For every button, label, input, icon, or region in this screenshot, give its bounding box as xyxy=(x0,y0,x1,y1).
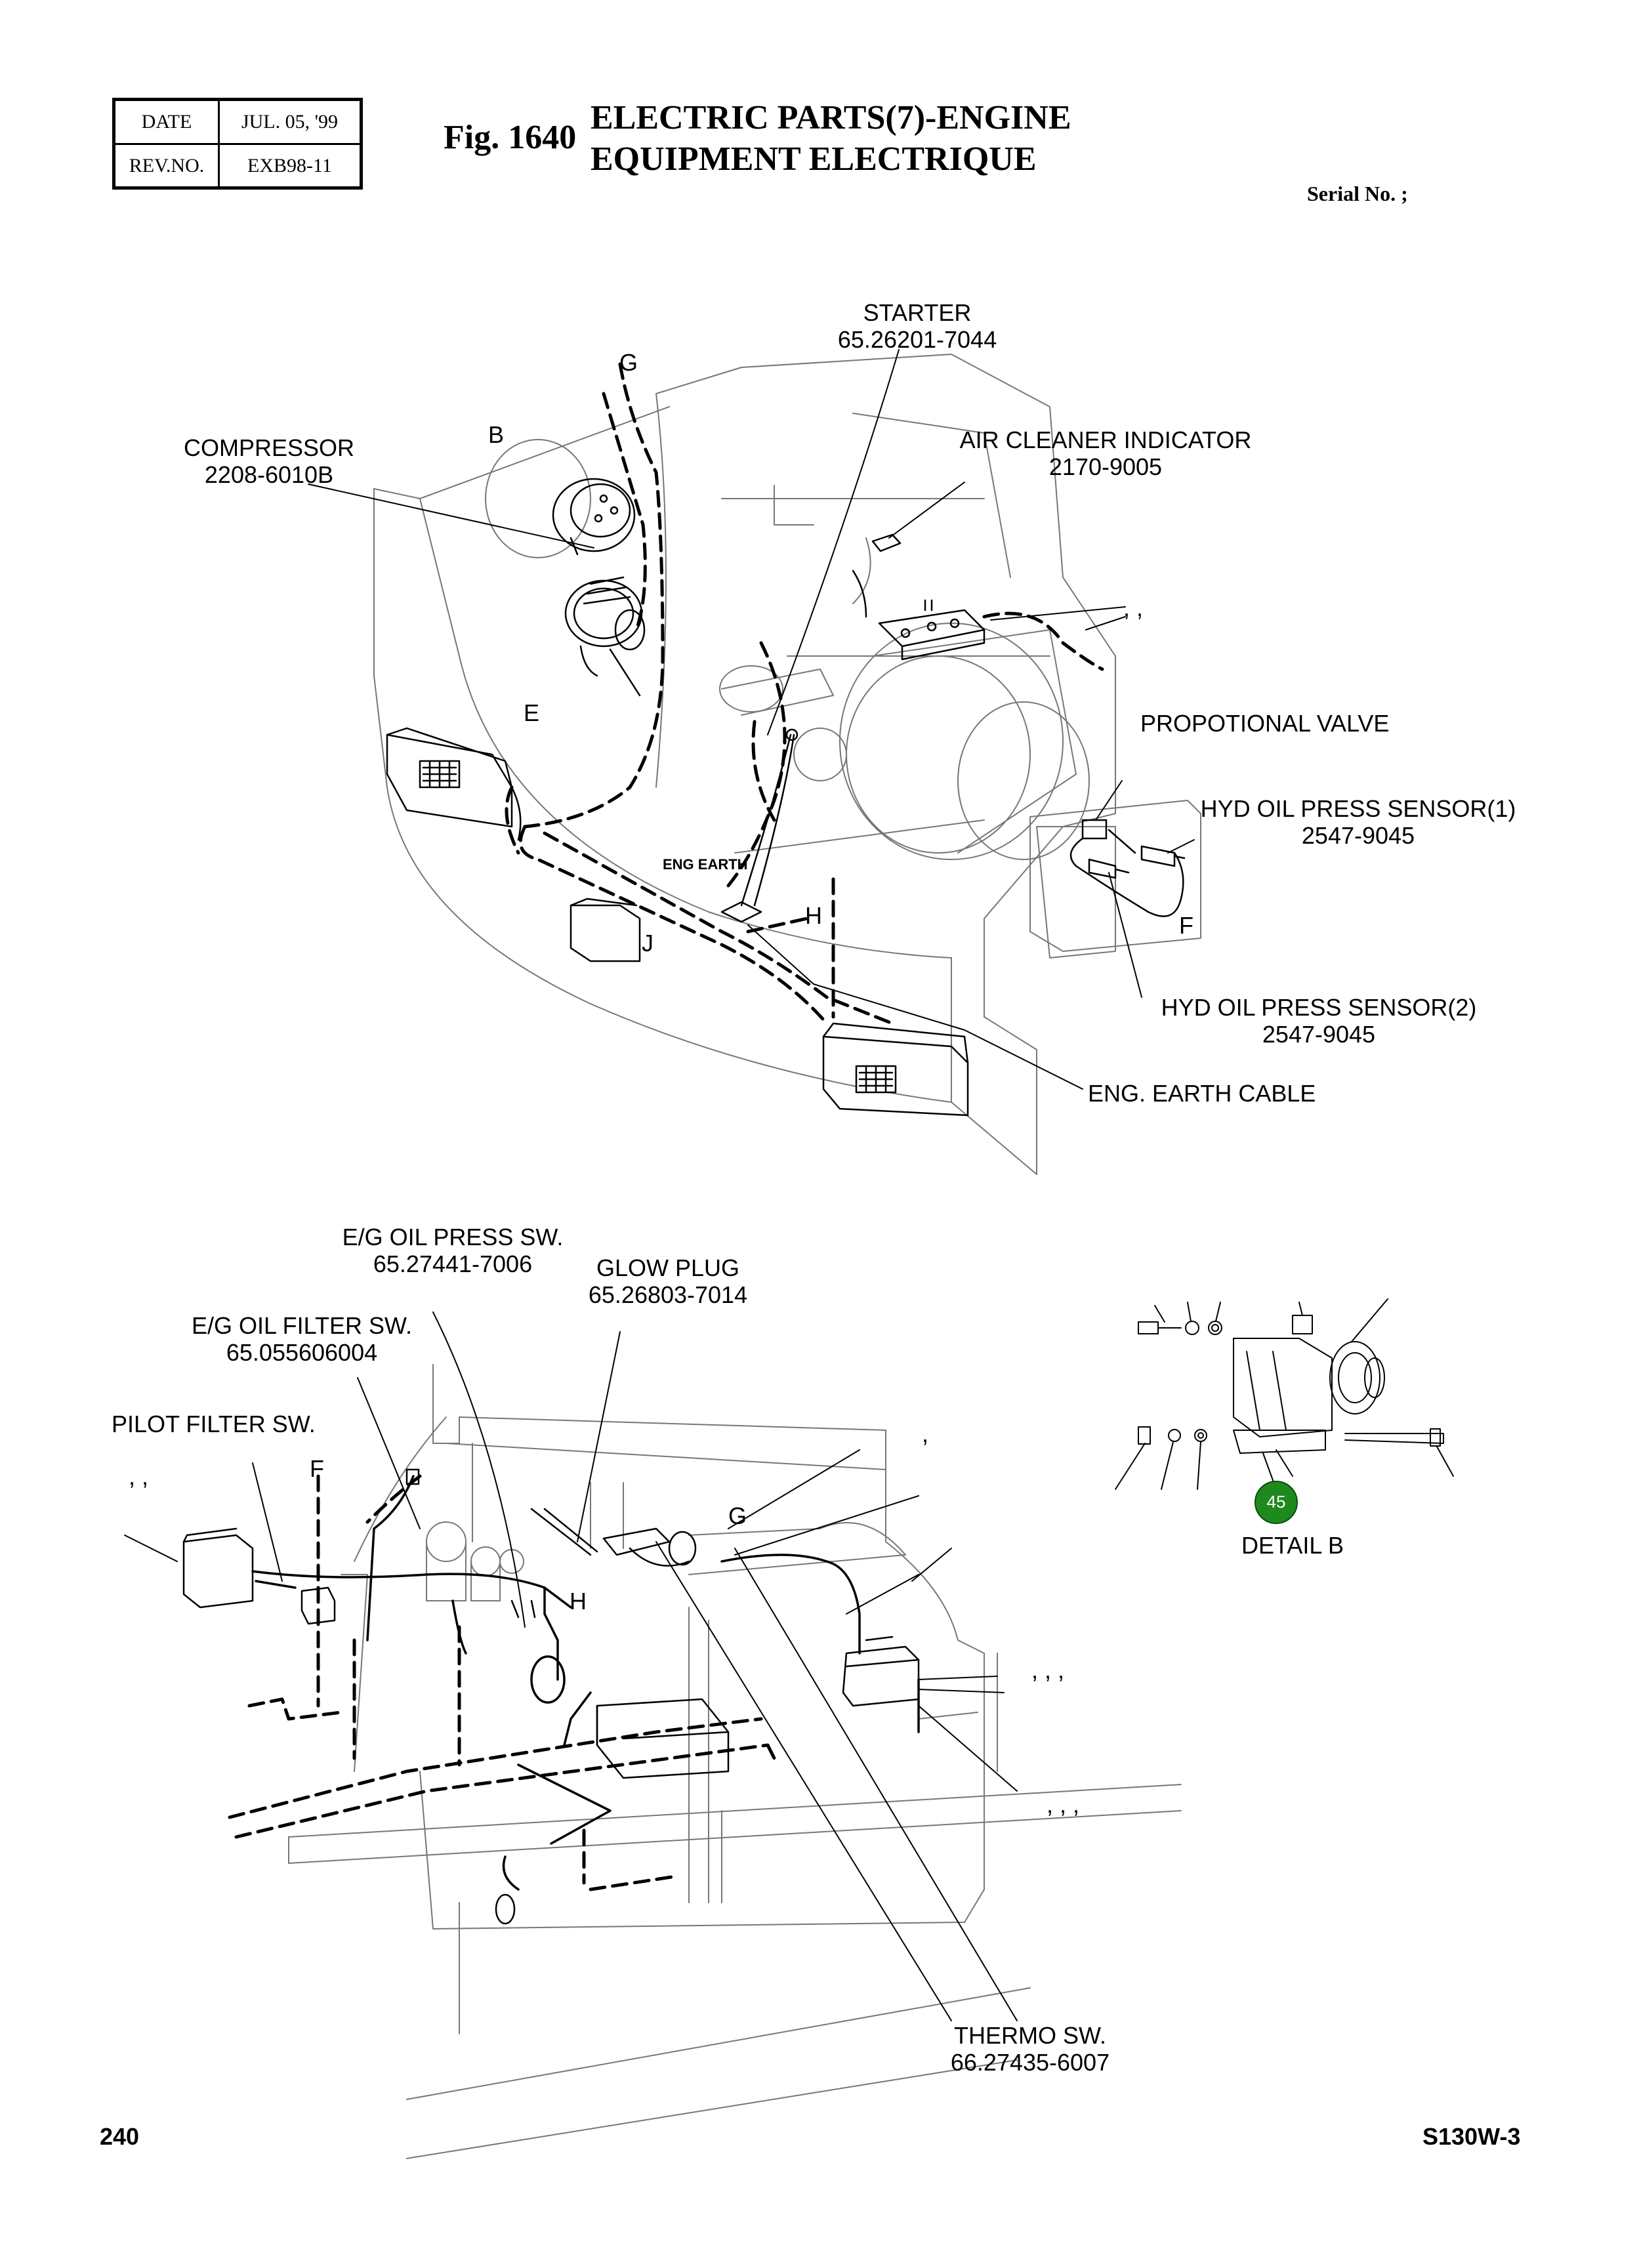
blank-callout-left: , , xyxy=(129,1463,149,1490)
pilot-filter-box xyxy=(182,1527,254,1609)
compressor-drawing xyxy=(552,478,646,697)
eg-oil-press-part: 65.27441-7006 xyxy=(373,1250,533,1277)
air-cleaner-label: AIR CLEANER INDICATOR 2170-9005 xyxy=(935,426,1276,480)
eg-oil-filter-part: 65.055606004 xyxy=(226,1339,378,1366)
callout-j: J xyxy=(642,930,654,957)
starter-part: 65.26201-7044 xyxy=(837,326,997,353)
hyd-sensor-1-label: HYD OIL PRESS SENSOR(1) 2547-9045 xyxy=(1188,795,1529,849)
figure-number: Fig. 1640 xyxy=(444,119,577,156)
hyd-sensor-2-name: HYD OIL PRESS SENSOR(2) xyxy=(1161,994,1477,1021)
page-number: 240 xyxy=(100,2123,140,2150)
callout-h-bottom: H xyxy=(570,1588,587,1615)
eng-earth-cable-label: ENG. EARTH CABLE xyxy=(1088,1080,1316,1107)
blank-callout-right-1: , , , xyxy=(1031,1657,1065,1683)
starter-name: STARTER xyxy=(863,299,972,326)
bottom-leader-lines xyxy=(124,1311,1018,2021)
eg-oil-filter-name: E/G OIL FILTER SW. xyxy=(191,1312,413,1339)
model-code: S130W-3 xyxy=(1422,2123,1521,2150)
air-cleaner-part: 2170-9005 xyxy=(1048,453,1163,480)
propotional-valve xyxy=(1069,819,1184,917)
glow-plug-name: GLOW PLUG xyxy=(596,1254,740,1281)
thermo-switch xyxy=(842,1636,920,1707)
compressor-label: COMPRESSOR 2208-6010B xyxy=(164,434,374,488)
battery-tray xyxy=(596,1698,730,1779)
detail-b-alternator xyxy=(1115,1298,1454,1490)
compressor-part: 2208-6010B xyxy=(204,461,334,488)
glow-plug-assembly xyxy=(530,1508,697,1567)
bottom-wiring xyxy=(251,1475,920,1891)
top-housing-outline xyxy=(373,354,1116,1175)
callout-b: B xyxy=(488,421,505,448)
blank-callout-single: , xyxy=(922,1420,929,1447)
revision-table: DATE JUL. 05, '99 REV.NO. EXB98-11 xyxy=(112,98,363,190)
callout-f-bottom: F xyxy=(310,1455,324,1482)
ecu-box-lower xyxy=(822,1022,969,1117)
top-harness-dashed xyxy=(505,362,1104,1025)
eg-oil-press-name: E/G OIL PRESS SW. xyxy=(342,1224,564,1250)
eng-earth-label: ENG EARTH xyxy=(663,856,748,873)
relay-j xyxy=(570,897,641,962)
glow-plug-part: 65.26803-7014 xyxy=(588,1281,748,1308)
eg-oil-filter-label: E/G OIL FILTER SW. 65.055606004 xyxy=(177,1312,426,1366)
starter-label: STARTER 65.26201-7044 xyxy=(819,299,1016,353)
glow-plug-label: GLOW PLUG 65.26803-7014 xyxy=(576,1254,760,1308)
air-cleaner-name: AIR CLEANER INDICATOR xyxy=(959,426,1252,453)
date-label: DATE xyxy=(141,111,192,133)
thermo-sw-label: THERMO SW. 66.27435-6007 xyxy=(919,2022,1142,2076)
ecu-box-upper xyxy=(386,727,522,841)
blank-callout-right-2: , , , xyxy=(1047,1791,1080,1818)
rev-label: REV.NO. xyxy=(129,154,205,176)
callout-e: E xyxy=(524,699,540,726)
hyd-sensor-2 xyxy=(1088,858,1130,879)
top-engine-block xyxy=(485,413,1090,860)
blank-callout: , , xyxy=(1123,594,1144,621)
callout-g-top: G xyxy=(619,349,638,376)
eg-oil-press-label: E/G OIL PRESS SW. 65.27441-7006 xyxy=(328,1224,577,1277)
starter-plate xyxy=(878,599,985,661)
date-value: JUL. 05, '99 xyxy=(241,111,339,133)
detail-badge-number: 45 xyxy=(1266,1492,1286,1512)
thermo-sw-part: 66.27435-6007 xyxy=(950,2049,1110,2076)
bottom-harness-dashed xyxy=(228,1474,776,1891)
thermo-sw-name: THERMO SW. xyxy=(954,2022,1106,2049)
hyd-sensor-1 xyxy=(1140,845,1186,867)
hyd-sensor-2-label: HYD OIL PRESS SENSOR(2) 2547-9045 xyxy=(1148,994,1489,1048)
callout-h-top: H xyxy=(805,902,822,929)
page-subtitle: EQUIPMENT ELECTRIQUE xyxy=(591,140,1037,178)
pilot-filter-label: PILOT FILTER SW. xyxy=(112,1411,316,1437)
table-divider xyxy=(115,143,360,145)
page-title: ELECTRIC PARTS(7)-ENGINE xyxy=(591,99,1071,136)
bottom-bottles xyxy=(426,1521,524,1601)
top-leader-lines xyxy=(308,349,1195,1090)
propotional-valve-label: PROPOTIONAL VALVE xyxy=(1140,710,1390,737)
propotional-valve-block xyxy=(1029,800,1201,952)
hyd-sensor-1-part: 2547-9045 xyxy=(1301,822,1415,849)
serial-number: Serial No. ; xyxy=(1307,182,1408,205)
hyd-sensor-1-name: HYD OIL PRESS SENSOR(1) xyxy=(1200,795,1516,822)
hyd-sensor-2-part: 2547-9045 xyxy=(1262,1021,1376,1048)
detail-b-label: DETAIL B xyxy=(1241,1532,1344,1559)
bottom-connectors xyxy=(405,1468,536,1925)
detail-badge xyxy=(1255,1481,1298,1524)
callout-g-bottom: G xyxy=(728,1502,747,1529)
rev-value: EXB98-11 xyxy=(247,154,332,176)
air-cleaner-indicator xyxy=(852,533,902,618)
callout-f-top: F xyxy=(1179,912,1193,939)
eg-oil-filter-switch xyxy=(301,1586,336,1625)
compressor-name: COMPRESSOR xyxy=(183,434,355,461)
